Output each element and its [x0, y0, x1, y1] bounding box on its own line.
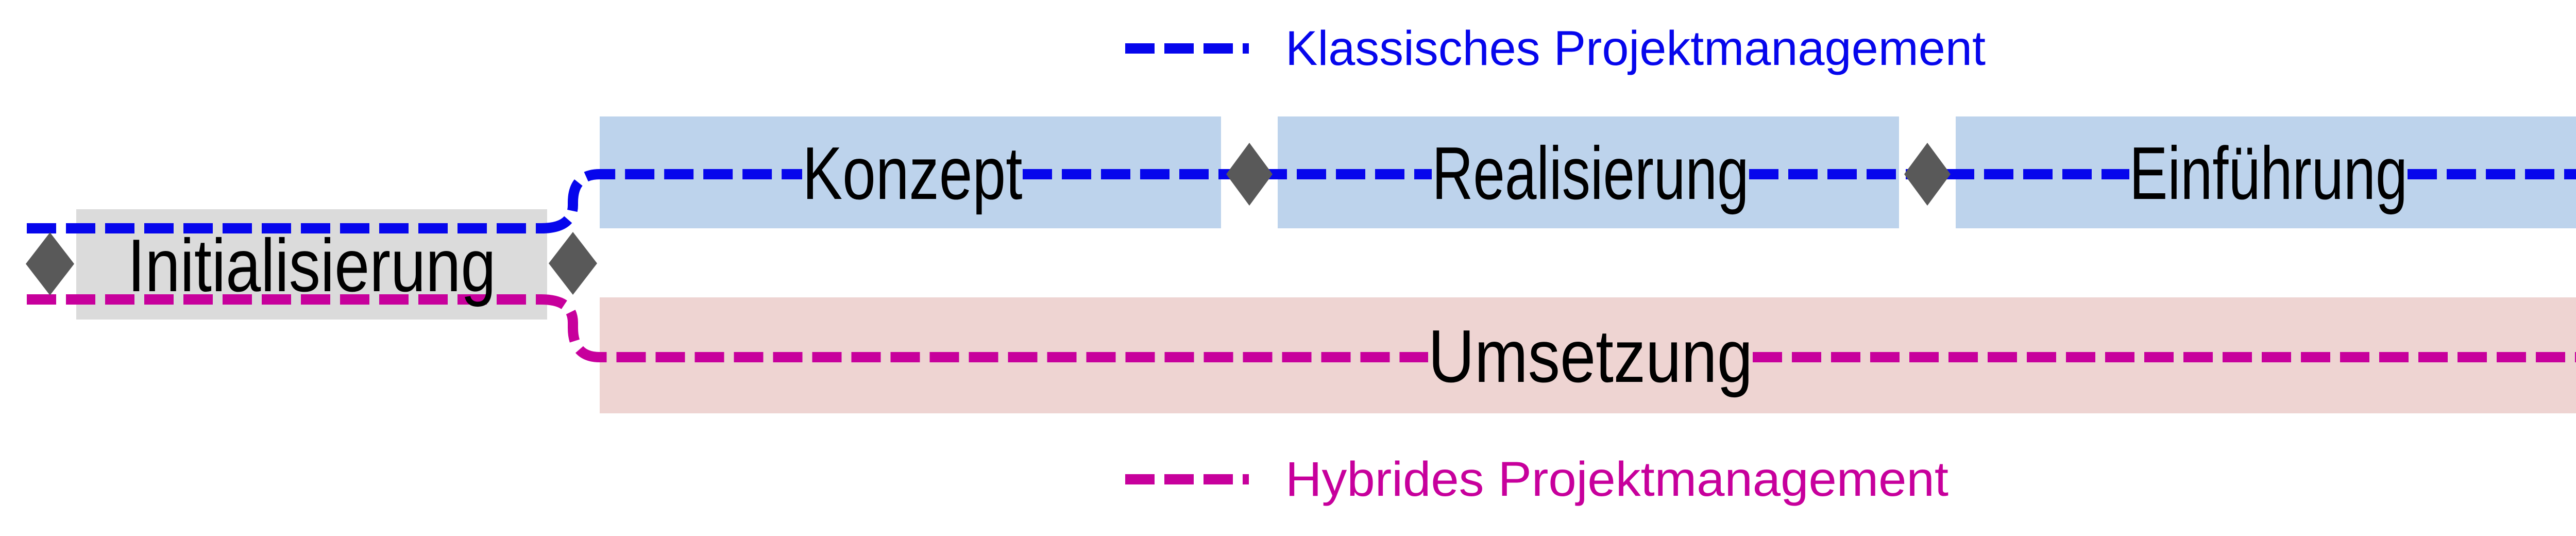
legend-hybrid-label: Hybrides Projektmanagement — [1285, 452, 1948, 507]
classic-route-segment-up-to-konzept — [540, 169, 802, 233]
phase-label-einfuehrung: Einführung — [2129, 131, 2408, 215]
phase-label-konzept: Konzept — [803, 131, 1023, 215]
milestone-diamond-konzept-realisierung — [1226, 143, 1273, 206]
milestone-diamond-start — [26, 232, 74, 295]
phase-label-realisierung: Realisierung — [1432, 131, 1749, 215]
phase-label-initialisierung: Initialisierung — [128, 224, 496, 307]
milestone-diamond-after-initialisierung — [549, 232, 597, 295]
legend-classic-label: Klassisches Projektmanagement — [1285, 21, 1986, 76]
legend-classic: Klassisches Projektmanagement — [1125, 21, 1986, 76]
phase-label-umsetzung: Umsetzung — [1428, 314, 1753, 398]
legend-hybrid: Hybrides Projektmanagement — [1125, 452, 1948, 507]
hybrid-route-segment-initialisierung-umsetzung — [27, 294, 1428, 362]
milestone-diamond-realisierung-einfuehrung — [1904, 143, 1951, 206]
